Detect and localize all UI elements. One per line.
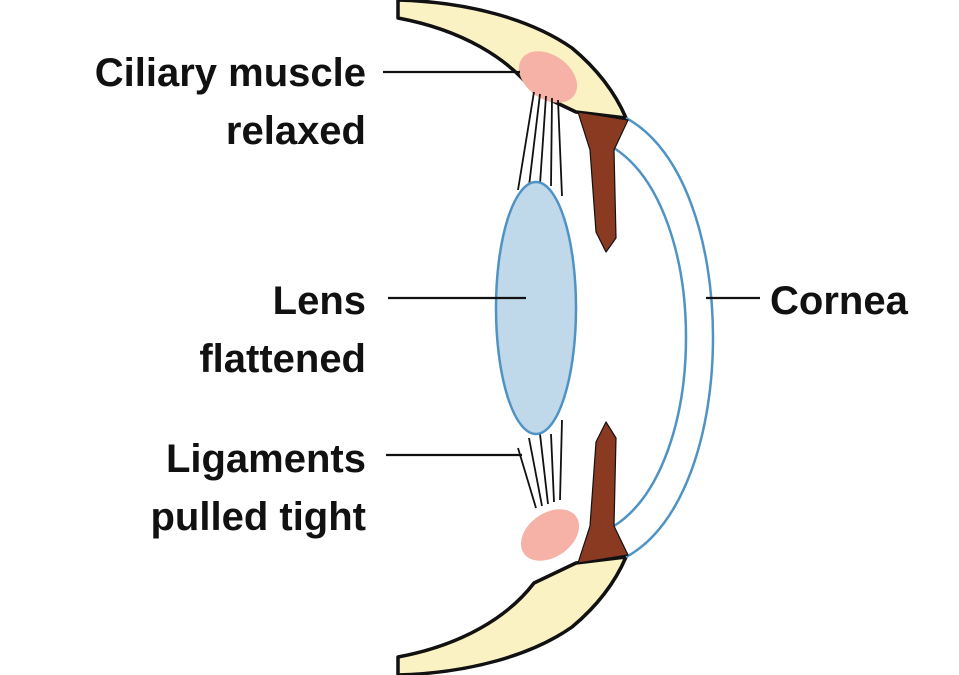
lens-label-line1: Lens [273,279,366,323]
ciliary-label-line1: Ciliary muscle [95,51,366,95]
sclera-lower [396,555,628,675]
ligaments-label-line2: pulled tight [150,495,366,539]
ciliary-label-line2: relaxed [226,109,366,153]
cornea-outer-arc [625,116,715,559]
iris-lower [577,421,629,564]
ciliary-muscle-upper [518,51,578,103]
ciliary-muscle-lower [520,509,580,561]
lens [494,180,578,436]
ligaments-lower [517,419,563,509]
iris-upper [577,111,629,253]
lens-label-line2: flattened [199,337,366,381]
ligaments-upper [517,91,563,197]
ligaments-label-line1: Ligaments [166,437,366,481]
sclera-upper [396,0,628,120]
cornea-label: Cornea [770,279,909,323]
cornea-inner-arc [613,146,688,528]
